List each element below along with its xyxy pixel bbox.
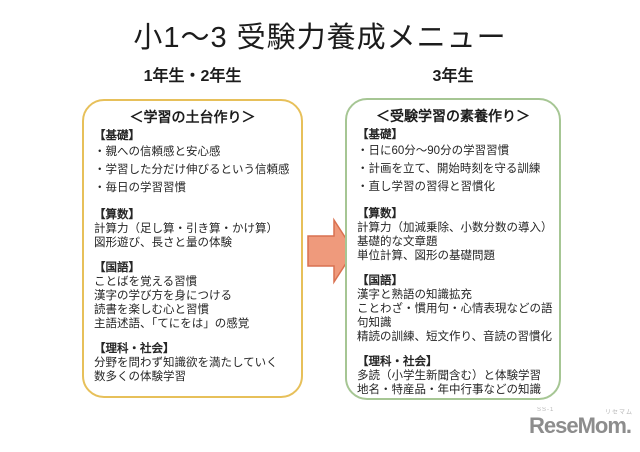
- menu-line: 読書を楽しむ心と習慣: [94, 304, 209, 316]
- menu-line: 単位計算、図形の基礎問題: [357, 250, 495, 262]
- column-label-grade3: 3年生: [432, 68, 474, 85]
- resemom-logo: SS-1 リセマム ReseMom.: [529, 407, 637, 438]
- menu-line: ・日に60分～90分の学習習慣: [357, 145, 510, 157]
- menu-line: ・親への信頼感と安心感: [94, 146, 221, 158]
- menu-line: ・計画を立て、開始時刻を守る訓練: [357, 163, 541, 175]
- left-menu-box: ＜学習の土台作り＞ 【基礎】 ・親への信頼感と安心感 ・学習した分だけ伸びるとい…: [82, 99, 303, 398]
- menu-line: 計算力（加減乗除、小数分数の導入）: [357, 222, 553, 234]
- section-rika-shakai: 【理科・社会】 分野を問わず知識欲を満たしていく 数多くの体験学習: [94, 342, 297, 384]
- menu-line: 数多くの体験学習: [94, 371, 186, 383]
- menu-line: ・直し学習の習得と習慣化: [357, 181, 495, 193]
- section-header: 【算数】: [94, 209, 140, 221]
- menu-line: 精読の訓練、短文作り、音読の習慣化: [357, 331, 553, 343]
- menu-line: ・毎日の学習習慣: [94, 182, 186, 194]
- section-kiso: 【基礎】 ・親への信頼感と安心感 ・学習した分だけ伸びるという信頼感 ・毎日の学…: [94, 129, 297, 197]
- logo-tagline-left: SS-1: [537, 407, 555, 413]
- menu-line: 地名・特産品・年中行事などの知識: [357, 384, 541, 396]
- section-header: 【国語】: [94, 262, 140, 274]
- section-sansu: 【算数】 計算力（加減乗除、小数分数の導入） 基礎的な文章題 単位計算、図形の基…: [357, 207, 555, 263]
- section-header: 【基礎】: [357, 129, 403, 141]
- menu-line: 漢字と熟語の知識拡充: [357, 289, 472, 301]
- column-label-grade1-2: 1年生・2年生: [143, 68, 242, 85]
- menu-line: ことわざ・慣用句・心情表現などの語句知識: [357, 303, 553, 329]
- menu-line: 図形遊び、長さと量の体験: [94, 237, 232, 249]
- section-header: 【算数】: [357, 208, 403, 220]
- menu-line: ・学習した分だけ伸びるという信頼感: [94, 164, 290, 176]
- section-kokugo: 【国語】 漢字と熟語の知識拡充 ことわざ・慣用句・心情表現などの語句知識 精読の…: [357, 274, 555, 344]
- section-kokugo: 【国語】 ことばを覚える習慣 漢字の学び方を身につける 読書を楽しむ心と習慣 主…: [94, 261, 297, 331]
- left-box-content: 【基礎】 ・親への信頼感と安心感 ・学習した分だけ伸びるという信頼感 ・毎日の学…: [84, 127, 301, 384]
- logo-tagline-right: リセマム: [604, 410, 633, 416]
- logo-wordmark: ReseMom.: [529, 413, 632, 438]
- menu-line: 多読（小学生新聞含む）と体験学習: [357, 370, 541, 382]
- right-box-title: ＜受験学習の素養作り＞: [376, 108, 530, 124]
- left-box-title: ＜学習の土台作り＞: [129, 109, 256, 125]
- menu-line: 計算力（足し算・引き算・かけ算）: [94, 223, 278, 235]
- section-header: 【理科・社会】: [94, 343, 175, 355]
- menu-line: 分野を問わず知識欲を満たしていく: [94, 357, 278, 369]
- menu-line: 基礎的な文章題: [357, 236, 438, 248]
- section-sansu: 【算数】 計算力（足し算・引き算・かけ算） 図形遊び、長さと量の体験: [94, 208, 297, 250]
- section-header: 【基礎】: [94, 130, 140, 142]
- menu-line: 漢字の学び方を身につける: [94, 290, 232, 302]
- menu-line: 主語述語、「てにをは」の感覚: [94, 318, 250, 330]
- transition-arrow: [306, 216, 356, 286]
- right-box-content: 【基礎】 ・日に60分～90分の学習習慣 ・計画を立て、開始時刻を守る訓練 ・直…: [347, 126, 559, 397]
- section-header: 【理科・社会】: [357, 356, 438, 368]
- right-arrow-icon: [307, 217, 355, 285]
- menu-line: ことばを覚える習慣: [94, 276, 198, 288]
- section-rika-shakai: 【理科・社会】 多読（小学生新聞含む）と体験学習 地名・特産品・年中行事などの知…: [357, 355, 555, 397]
- right-menu-box: ＜受験学習の素養作り＞ 【基礎】 ・日に60分～90分の学習習慣 ・計画を立て、…: [345, 98, 561, 400]
- page-title: 小1～3 受験力養成メニュー: [133, 22, 507, 54]
- logo-taglines: SS-1 リセマム: [529, 407, 637, 416]
- section-header: 【国語】: [357, 275, 403, 287]
- right-arrow-shape: [307, 217, 355, 285]
- section-kiso: 【基礎】 ・日に60分～90分の学習習慣 ・計画を立て、開始時刻を守る訓練 ・直…: [357, 128, 555, 196]
